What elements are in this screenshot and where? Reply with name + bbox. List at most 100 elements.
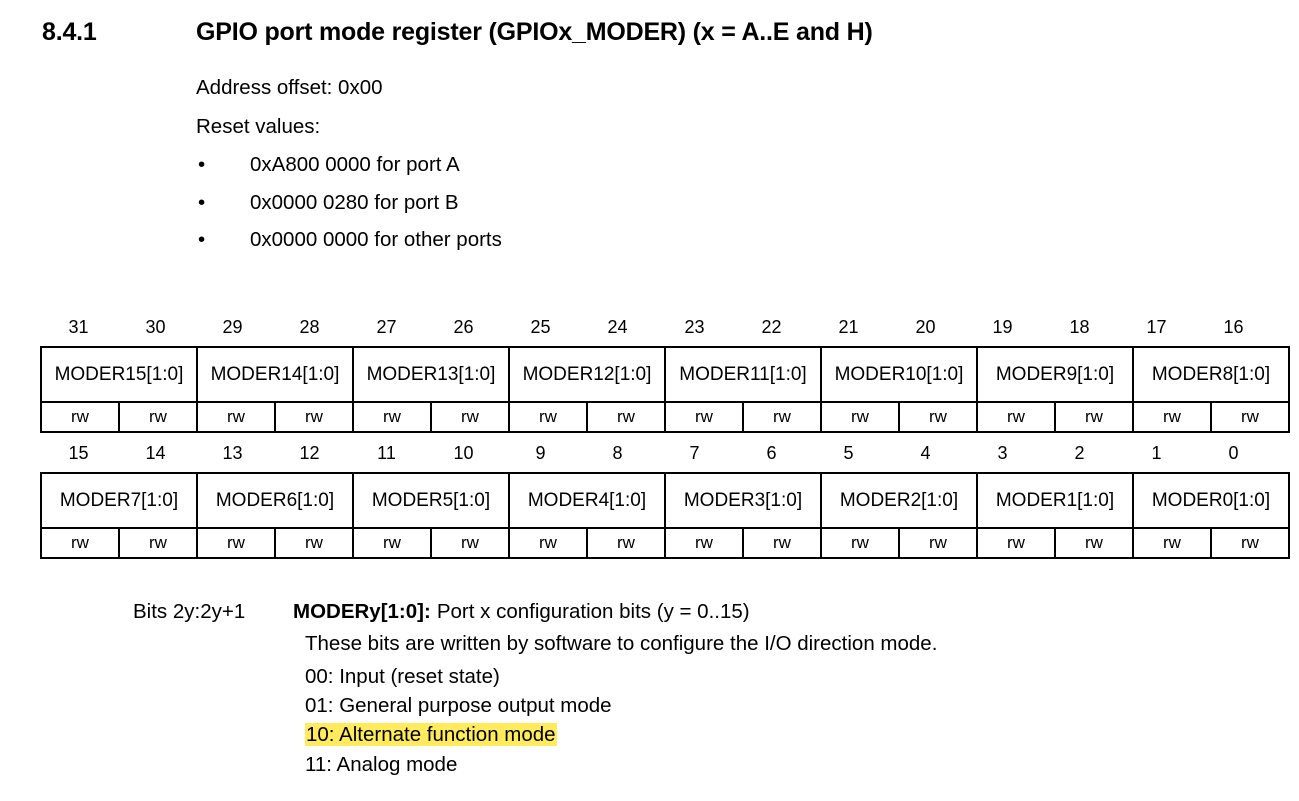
access-cell: rw: [976, 401, 1056, 433]
bits-summary-line: Bits 2y:2y+1 MODERy[1:0]: Port x configu…: [133, 600, 1253, 623]
bit-number: 19: [992, 317, 1013, 337]
mode-option: 00: Input (reset state): [305, 665, 1253, 689]
access-cell: rw: [1210, 401, 1290, 433]
bit-number: 16: [1223, 317, 1244, 337]
bits-range-label: Bits 2y:2y+1: [133, 600, 246, 623]
bitfield-cell: MODER6[1:0]: [196, 472, 354, 529]
bit-number: 9: [535, 443, 546, 463]
bullet-icon: •: [198, 190, 206, 214]
access-cell: rw: [118, 527, 198, 559]
mode-option: 11: Analog mode: [305, 753, 1253, 777]
bitfield-cell: MODER11[1:0]: [664, 346, 822, 403]
bullet-icon: •: [198, 153, 206, 176]
bit-number: 24: [607, 317, 628, 337]
register-table: MODER7[1:0] MODER6[1:0] MODER5[1:0] MODE…: [40, 472, 1290, 559]
access-cell: rw: [898, 401, 978, 433]
access-cell: rw: [898, 527, 978, 559]
bitfield-cell: MODER13[1:0]: [352, 346, 510, 403]
bit-number: 29: [222, 317, 243, 337]
bit-description-sentence: These bits are written by software to co…: [305, 631, 938, 655]
reset-value-text: 0x0000 0280 for port B: [250, 190, 459, 214]
access-cell: rw: [430, 401, 510, 433]
bitfield-name: MODERy[1:0]:: [293, 600, 431, 623]
access-cell: rw: [742, 527, 822, 559]
register-bitfield-high: 31 30 29 28 27 26 25 24 23 22 21 20 19 1…: [40, 316, 1290, 433]
bitfield-cell: MODER9[1:0]: [976, 346, 1134, 403]
address-offset-line: Address offset: 0x00: [196, 76, 383, 99]
mode-option: 01: General purpose output mode: [305, 694, 1253, 718]
mode-option-text: 11: Analog mode: [305, 752, 458, 776]
mode-option-text: 01: General purpose output mode: [305, 694, 612, 718]
table-row: rw rw rw rw rw rw rw rw rw rw rw rw rw r…: [40, 401, 1290, 433]
page-title: 8.4.1 GPIO port mode register (GPIOx_MOD…: [42, 18, 1272, 47]
bitfield-cell: MODER4[1:0]: [508, 472, 666, 529]
mode-option-highlighted: 10: Alternate function mode: [305, 723, 1253, 747]
access-cell: rw: [196, 527, 276, 559]
bit-number: 7: [689, 443, 700, 463]
bitfield-cell: MODER7[1:0]: [40, 472, 198, 529]
access-cell: rw: [352, 401, 432, 433]
bit-number: 21: [838, 317, 859, 337]
bitfield-cell: MODER10[1:0]: [820, 346, 978, 403]
bitfield-cell: MODER5[1:0]: [352, 472, 510, 529]
bit-number: 0: [1228, 443, 1239, 463]
access-cell: rw: [820, 401, 900, 433]
reset-values-label: Reset values:: [196, 114, 321, 138]
access-cell: rw: [976, 527, 1056, 559]
bit-number: 17: [1146, 317, 1167, 337]
bitfield-cell: MODER14[1:0]: [196, 346, 354, 403]
list-item: • 0x0000 0000 for other ports: [196, 228, 1096, 251]
bitfield-summary: Port x configuration bits (y = 0..15): [436, 600, 750, 623]
mode-option-text: 10: Alternate function mode: [305, 723, 557, 747]
bit-number: 11: [377, 443, 396, 463]
bitfield-cell: MODER0[1:0]: [1132, 472, 1290, 529]
bit-number: 31: [68, 317, 89, 337]
access-cell: rw: [118, 401, 198, 433]
bit-number: 27: [376, 317, 397, 337]
table-row: MODER15[1:0] MODER14[1:0] MODER13[1:0] M…: [40, 346, 1290, 403]
bitfield-cell: MODER12[1:0]: [508, 346, 666, 403]
access-cell: rw: [274, 401, 354, 433]
section-title: GPIO port mode register (GPIOx_MODER) (x…: [196, 18, 873, 46]
bullet-icon: •: [198, 228, 206, 251]
bitfield-cell: MODER8[1:0]: [1132, 346, 1290, 403]
section-number: 8.4.1: [42, 18, 97, 46]
bitfield-cell: MODER1[1:0]: [976, 472, 1134, 529]
access-cell: rw: [1054, 401, 1134, 433]
bitfield-cell: MODER2[1:0]: [820, 472, 978, 529]
bit-number: 13: [222, 443, 243, 463]
bit-number-row: 31 30 29 28 27 26 25 24 23 22 21 20 19 1…: [40, 316, 1272, 342]
access-cell: rw: [664, 401, 744, 433]
bit-number: 10: [453, 443, 474, 463]
bit-number: 14: [145, 443, 166, 463]
access-cell: rw: [1132, 527, 1212, 559]
list-item: • 0xA800 0000 for port A: [196, 153, 1096, 176]
bit-number: 30: [145, 317, 166, 337]
bit-number: 22: [761, 317, 782, 337]
list-item: • 0x0000 0280 for port B: [196, 190, 1096, 214]
reset-values-list: • 0xA800 0000 for port A • 0x0000 0280 f…: [196, 153, 1096, 251]
bit-number: 4: [920, 443, 931, 463]
bitfield-cell: MODER15[1:0]: [40, 346, 198, 403]
access-cell: rw: [1210, 527, 1290, 559]
access-cell: rw: [586, 401, 666, 433]
bit-number: 25: [530, 317, 551, 337]
access-cell: rw: [586, 527, 666, 559]
access-cell: rw: [742, 401, 822, 433]
register-bitfield-low: 15 14 13 12 11 10 9 8 7 6 5 4 3 2 1 0 MO…: [40, 442, 1290, 559]
access-cell: rw: [508, 527, 588, 559]
access-cell: rw: [40, 527, 120, 559]
bit-number: 2: [1074, 443, 1085, 463]
bit-number-row: 15 14 13 12 11 10 9 8 7 6 5 4 3 2 1 0: [40, 442, 1272, 468]
bit-description-body: These bits are written by software to co…: [305, 631, 1253, 777]
bit-number: 1: [1151, 443, 1162, 463]
reset-value-text: 0xA800 0000 for port A: [250, 153, 460, 176]
bit-number: 5: [843, 443, 854, 463]
access-cell: rw: [1132, 401, 1212, 433]
access-cell: rw: [1054, 527, 1134, 559]
access-cell: rw: [820, 527, 900, 559]
access-cell: rw: [352, 527, 432, 559]
bit-number: 6: [766, 443, 777, 463]
reset-value-text: 0x0000 0000 for other ports: [250, 228, 502, 251]
access-cell: rw: [430, 527, 510, 559]
